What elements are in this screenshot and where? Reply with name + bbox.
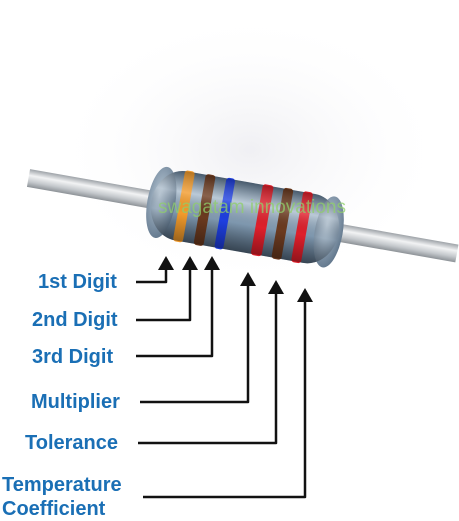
right-lead [322,221,459,263]
arrowhead-tolerance [268,280,284,294]
arrowhead-2nd-digit [182,256,198,270]
pointer-line-temperature-coefficient [143,300,307,499]
label-temperature-coefficient: Temperature Coefficient [2,473,122,521]
pointer-line-multiplier [140,284,250,404]
pointer-line-3rd-digit [136,268,214,358]
pointer-line-tolerance [138,292,278,445]
label-tolerance: Tolerance [25,432,118,454]
watermark-text: swagatam innovations [158,197,346,218]
label-temperature-line2: Coefficient [2,498,106,520]
body-shading [150,171,340,264]
label-1st-digit: 1st Digit [38,271,117,293]
arrowhead-multiplier [240,272,256,286]
pointer-line-2nd-digit [136,268,192,322]
arrowhead-1st-digit [158,256,174,270]
label-2nd-digit: 2nd Digit [32,309,118,331]
label-3rd-digit: 3rd Digit [32,346,114,368]
label-multiplier: Multiplier [31,391,120,413]
arrowhead-temperature-coefficient [297,288,313,302]
left-lead [26,169,168,212]
arrowhead-3rd-digit [204,256,220,270]
pointer-line-1st-digit [136,268,168,284]
resistor [26,166,459,268]
label-temperature-line1: Temperature [2,474,122,496]
